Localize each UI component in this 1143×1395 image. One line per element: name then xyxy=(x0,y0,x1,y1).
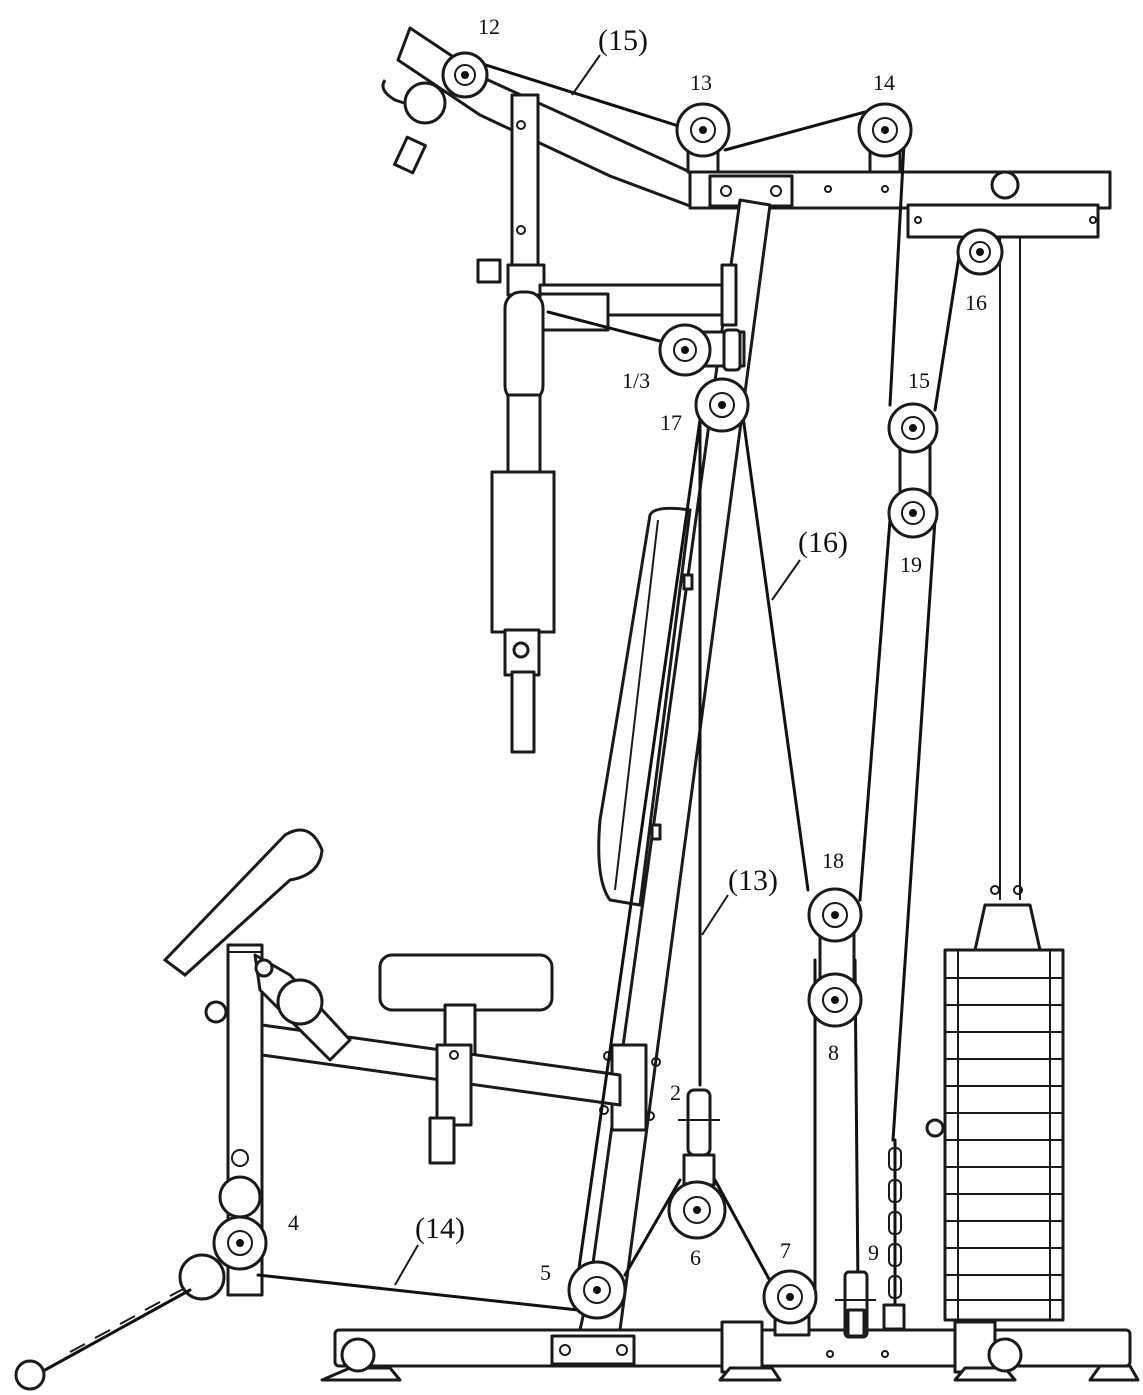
pulley-18-wheel xyxy=(807,887,863,943)
pulley-14-wheel xyxy=(857,102,913,174)
pulley-8-wheel xyxy=(807,972,863,1028)
pulley-4-wheel xyxy=(212,1215,268,1271)
pulley-9-wheel xyxy=(835,1270,876,1339)
pulley-6-wheel xyxy=(667,1180,727,1240)
label-pulley-9: 9 xyxy=(868,1240,879,1265)
label-pulley-7: 7 xyxy=(780,1238,791,1263)
pulley-5-wheel xyxy=(567,1260,627,1320)
seat-assembly xyxy=(162,828,622,1297)
label-pulley-5: 5 xyxy=(540,1260,551,1285)
label-pulley-14: 14 xyxy=(873,70,895,95)
ankle-handle-chain xyxy=(14,1253,226,1391)
label-cable-14: (14) xyxy=(415,1212,465,1245)
pulley-15-wheel xyxy=(887,402,939,454)
label-pulley-15: 15 xyxy=(908,368,930,393)
pulley-17-wheel xyxy=(694,377,750,433)
label-pulley-19: 19 xyxy=(900,552,922,577)
pulley-2-wheel xyxy=(678,1088,720,1187)
label-pulley-8: 8 xyxy=(828,1040,839,1065)
label-pulley-18: 18 xyxy=(822,848,844,873)
label-pulley-1-3: 1/3 xyxy=(622,368,650,393)
label-cable-15: (15) xyxy=(598,24,648,57)
pulley-13-wheel xyxy=(675,102,731,174)
label-pulley-16: 16 xyxy=(965,290,987,315)
label-cable-16: (16) xyxy=(798,526,848,559)
pulley-7-wheel xyxy=(762,1269,818,1337)
label-pulley-17: 17 xyxy=(660,410,682,435)
base-frame xyxy=(320,1320,1140,1382)
pulley-19-wheel xyxy=(887,487,939,539)
pulley-16-wheel xyxy=(956,228,1004,276)
label-pulley-13: 13 xyxy=(690,70,712,95)
label-cable-13: (13) xyxy=(728,864,778,897)
label-pulley-12: 12 xyxy=(478,14,500,39)
press-arm-assembly xyxy=(476,93,724,754)
cable-labels: (15) (16) (13) (14) xyxy=(394,24,848,1286)
pulley-12-wheel xyxy=(441,51,489,99)
label-pulley-2: 2 xyxy=(670,1080,681,1105)
label-pulley-4: 4 xyxy=(288,1210,299,1235)
cable-runs xyxy=(256,58,962,1312)
pulley-wheels xyxy=(212,51,1004,1339)
weight-stack xyxy=(925,230,1065,1322)
pulley-labels: 12 13 14 16 15 19 1/3 17 18 8 2 6 7 9 5 … xyxy=(288,14,987,1285)
pulley-1-3-wheel xyxy=(658,323,746,377)
label-pulley-6: 6 xyxy=(690,1245,701,1270)
back-pad xyxy=(597,506,694,907)
right-chain xyxy=(882,1138,906,1331)
